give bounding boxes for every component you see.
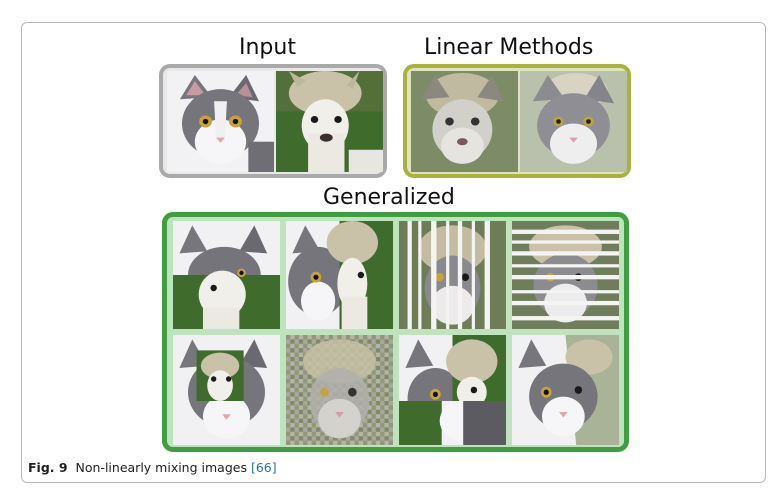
figure-caption: Fig. 9 Non-linearly mixing images [66] — [28, 460, 277, 475]
patch-mix-image — [173, 335, 280, 445]
diagonal-mix-image — [512, 335, 619, 445]
linear-methods-group — [403, 64, 631, 178]
alpaca-cat-blend-image — [411, 71, 518, 172]
input-heading: Input — [239, 35, 296, 60]
generalized-group — [162, 212, 629, 452]
vertical-split-image — [286, 221, 393, 329]
cat-image — [167, 71, 274, 172]
generalized-heading: Generalized — [323, 185, 455, 210]
horizontal-split-image — [173, 221, 280, 329]
cat-alpaca-blend-image — [520, 71, 627, 172]
input-image-group — [159, 64, 387, 178]
horizontal-stripes-image — [512, 221, 619, 329]
pixel-noise-mix-image — [286, 335, 393, 445]
alpaca-image — [276, 71, 383, 172]
linear-methods-heading: Linear Methods — [424, 35, 594, 60]
quadrant-mix-image — [399, 335, 506, 445]
vertical-stripes-image — [399, 221, 506, 329]
caption-text: Non-linearly mixing images — [75, 460, 247, 475]
figure-label: Fig. 9 — [28, 460, 68, 475]
citation-link[interactable]: [66] — [250, 460, 277, 475]
